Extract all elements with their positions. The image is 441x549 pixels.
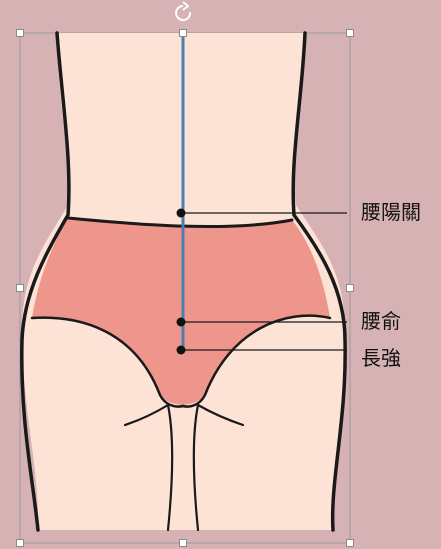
resize-handle-bottom-right[interactable] <box>346 539 354 547</box>
resize-handle-middle-right[interactable] <box>346 284 354 292</box>
resize-handle-bottom-left[interactable] <box>16 539 24 547</box>
acupoint-dot-yaoshu <box>176 317 186 327</box>
resize-handle-middle-left[interactable] <box>16 284 24 292</box>
acupoint-dot-yaoyangguan <box>176 208 186 218</box>
right-body-outline <box>291 31 347 532</box>
resize-handle-top-left[interactable] <box>16 29 24 37</box>
left-body-outline <box>20 31 71 532</box>
acupoint-label-yaoshu: 腰俞 <box>361 309 401 333</box>
acupoint-label-yaoyangguan: 腰陽關 <box>361 200 421 224</box>
acupoint-label-changqiang: 長強 <box>361 346 401 370</box>
outline-group <box>20 31 347 532</box>
resize-handles <box>16 29 354 547</box>
acupoint-markers <box>176 208 347 355</box>
right-leg-opening <box>181 314 332 408</box>
resize-handle-top-center[interactable] <box>179 29 187 37</box>
left-leg-opening <box>30 316 185 408</box>
rotate-icon[interactable] <box>175 1 192 21</box>
resize-handle-top-right[interactable] <box>346 29 354 37</box>
acupoint-dot-changqiang <box>176 345 186 355</box>
resize-handle-bottom-center[interactable] <box>179 539 187 547</box>
underwear <box>32 218 330 405</box>
left-buttock-crease <box>123 403 174 532</box>
right-buttock-crease <box>192 403 245 532</box>
